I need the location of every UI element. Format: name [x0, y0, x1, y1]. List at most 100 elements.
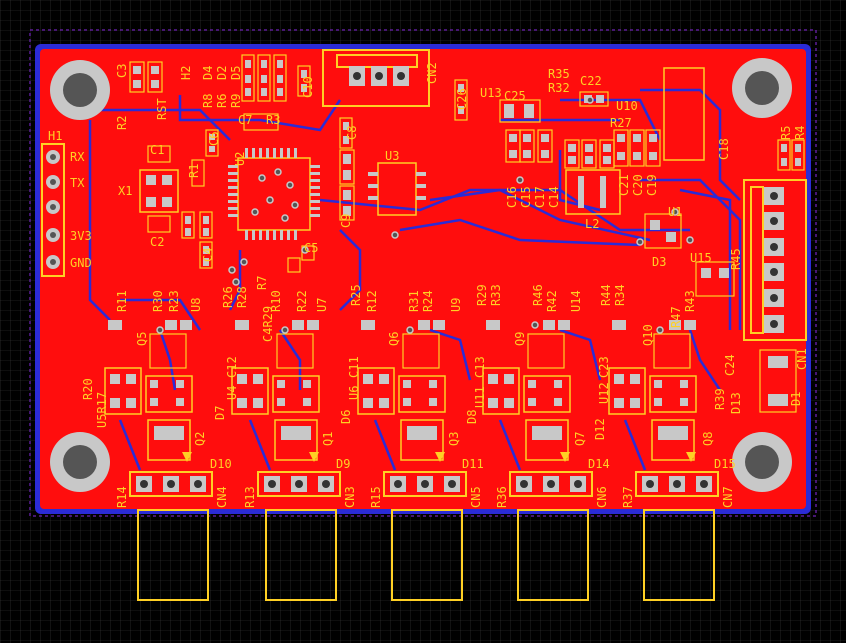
ref-label: C13	[473, 356, 487, 378]
ref-label: R28	[235, 286, 249, 308]
ref-label: R31	[407, 290, 421, 312]
ref-label: D2	[215, 66, 229, 80]
connector[interactable]	[257, 471, 341, 601]
ref-label: R14	[115, 486, 129, 508]
ref-label: R34	[613, 284, 627, 306]
ref-label: Q6	[387, 332, 401, 346]
channel	[482, 320, 571, 462]
ref-label: R25	[349, 284, 363, 306]
h1-pin-label: TX	[70, 176, 85, 190]
mounting-hole	[50, 432, 110, 492]
inductor-l2[interactable]	[565, 169, 621, 215]
ref-label: D15	[714, 457, 736, 471]
ref-label: R44	[599, 284, 613, 306]
ic-u2[interactable]	[228, 148, 320, 240]
ref-label: C17	[533, 186, 547, 208]
ref-label: C10	[301, 76, 315, 98]
ref-label: R37	[621, 486, 635, 508]
ref-label: CN1	[795, 348, 809, 370]
ref-label: U13	[480, 86, 502, 100]
smd-pads	[133, 60, 801, 406]
ref-label: C21	[617, 174, 631, 196]
ref-label: C4	[201, 248, 215, 262]
ref-label: R27	[610, 116, 632, 130]
ref-label: R22	[295, 290, 309, 312]
ref-label: D4	[201, 66, 215, 80]
smd-components	[129, 54, 805, 413]
ref-label: D10	[210, 457, 232, 471]
ref-label: R23	[167, 290, 181, 312]
ref-label: R47	[669, 306, 683, 328]
ref-label: D11	[462, 457, 484, 471]
crystal-x1[interactable]	[139, 169, 179, 213]
h1-designator: H1	[48, 129, 62, 143]
ref-label: CN7	[721, 486, 735, 508]
connector[interactable]	[509, 471, 593, 601]
mounting-hole	[50, 60, 110, 120]
ref-label: CN6	[595, 486, 609, 508]
ref-label: C22	[580, 74, 602, 88]
ref-label: Q5	[135, 332, 149, 346]
ref-label: U2	[233, 152, 247, 166]
ref-label: R8	[201, 94, 215, 108]
ic-u3[interactable]	[368, 162, 426, 216]
ref-label: U10	[616, 99, 638, 113]
ref-label: R30	[151, 290, 165, 312]
ref-label: R13	[243, 486, 257, 508]
ref-label: C14	[547, 186, 561, 208]
ref-label: U9	[449, 298, 463, 312]
bottom-connectors[interactable]	[129, 471, 719, 601]
channel	[231, 320, 320, 462]
ref-label: U7	[315, 298, 329, 312]
ref-label: U3	[385, 149, 399, 163]
ref-label: R42	[545, 290, 559, 312]
capacitor-c18[interactable]	[663, 67, 705, 161]
ref-label: C5	[304, 241, 318, 255]
ref-label: D12	[593, 418, 607, 440]
ref-label: R36	[495, 486, 509, 508]
ref-label: R20	[81, 378, 95, 400]
ref-label: R4	[793, 126, 807, 140]
connector[interactable]	[635, 471, 719, 601]
ref-label: U1	[668, 205, 682, 219]
ref-label: R15	[369, 486, 383, 508]
ref-label: R46	[531, 284, 545, 306]
ref-label: D5	[229, 66, 243, 80]
ref-label: C25	[504, 89, 526, 103]
connector-cn1[interactable]	[743, 179, 807, 341]
ref-label: C1	[150, 143, 164, 157]
ref-label: H2	[179, 66, 193, 80]
connector[interactable]	[129, 471, 213, 601]
ref-label: R39	[713, 388, 727, 410]
ref-label: CN5	[469, 486, 483, 508]
header-h1[interactable]	[41, 143, 65, 277]
ref-label: R32	[548, 81, 570, 95]
ref-label: R12	[365, 290, 379, 312]
ref-label: D1	[789, 392, 803, 406]
ref-label: R29	[475, 284, 489, 306]
ref-label: R5	[779, 126, 793, 140]
ref-label: C20	[631, 174, 645, 196]
ref-label: D14	[588, 457, 610, 471]
ref-label: C15	[519, 186, 533, 208]
ref-label: D8	[465, 410, 479, 424]
ref-label: R11	[115, 290, 129, 312]
mounting-hole	[732, 58, 792, 118]
ref-label: CN2	[425, 62, 439, 84]
ref-label: C26	[455, 88, 469, 110]
vias	[156, 96, 694, 334]
ref-label: C3	[115, 64, 129, 78]
connector[interactable]	[383, 471, 467, 601]
ref-label: U11	[473, 386, 487, 408]
ref-label: R3	[266, 113, 280, 127]
ref-label: R24	[421, 290, 435, 312]
ref-label: U15	[690, 251, 712, 265]
connector-cn2[interactable]	[322, 49, 430, 107]
ref-label: Q3	[447, 432, 461, 446]
ref-label: R45	[729, 248, 743, 270]
channel	[608, 320, 697, 462]
ref-label: R43	[683, 290, 697, 312]
ref-label: R33	[489, 284, 503, 306]
bottom-traces	[88, 88, 742, 471]
